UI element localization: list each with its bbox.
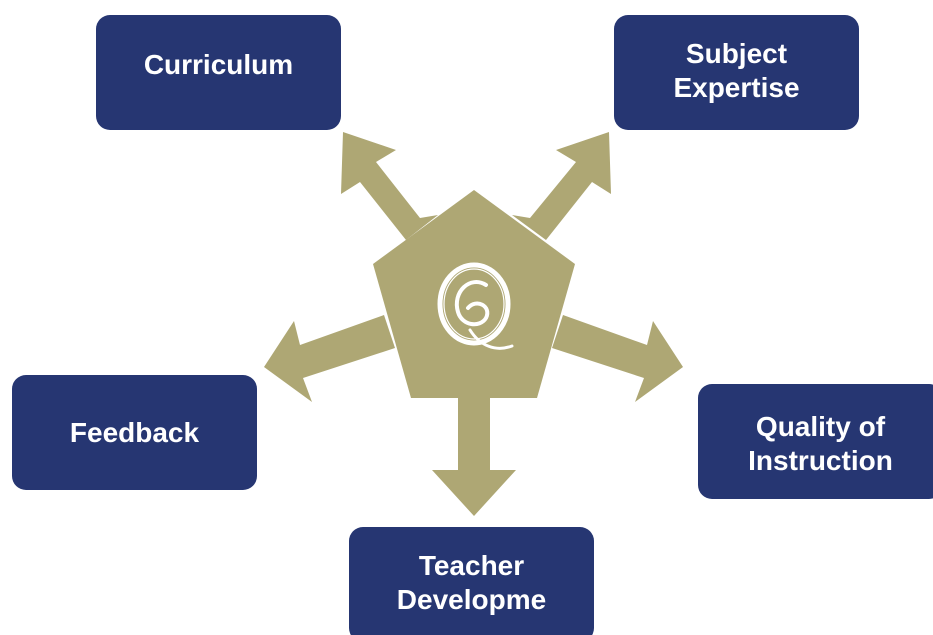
feedback-box: Feedback bbox=[12, 375, 257, 490]
teacher-development-box: Teacher Developme bbox=[349, 527, 594, 635]
arrow-to-curriculum bbox=[341, 132, 438, 240]
subject-expertise-label-line2: Expertise bbox=[673, 72, 800, 103]
quality-of-instruction-label-line1: Quality of bbox=[755, 410, 886, 442]
arrow-to-feedback bbox=[264, 315, 395, 402]
subject-expertise-label-line1: Subject bbox=[685, 38, 788, 69]
q-monogram-icon bbox=[437, 262, 514, 350]
arrow-to-subject-expertise bbox=[512, 132, 611, 240]
quality-of-instruction-label-line2: Instruction bbox=[748, 444, 893, 476]
quality-of-instruction-box: Quality of Instruction bbox=[698, 384, 933, 499]
hub-group bbox=[264, 132, 683, 516]
teacher-development-label-line1: Teacher bbox=[418, 550, 525, 581]
subject-expertise-box: Subject Expertise bbox=[614, 15, 859, 130]
arrow-to-quality-of-instruction bbox=[552, 315, 683, 402]
curriculum-box: Curriculum bbox=[96, 15, 341, 130]
feedback-label: Feedback bbox=[69, 416, 200, 448]
hub-pentagon bbox=[373, 190, 575, 398]
teacher-development-label-line2: Developme bbox=[396, 584, 547, 615]
arrow-to-teacher-development bbox=[432, 393, 516, 516]
curriculum-label: Curriculum bbox=[143, 49, 294, 80]
